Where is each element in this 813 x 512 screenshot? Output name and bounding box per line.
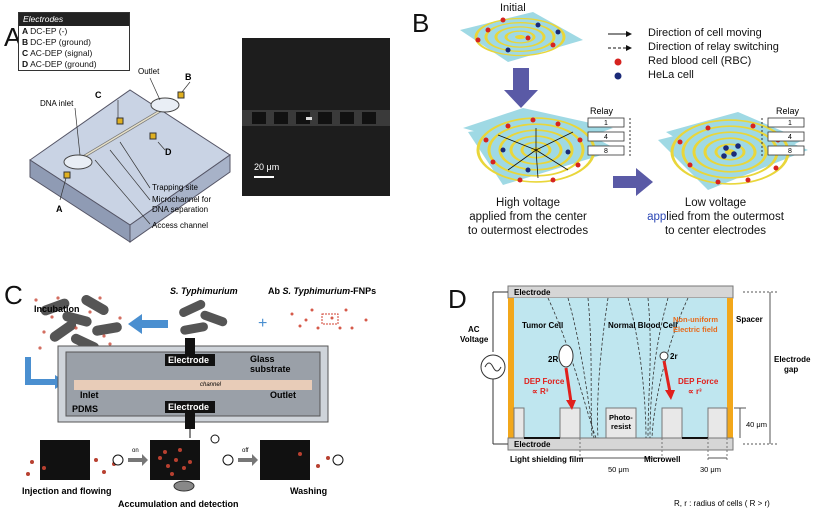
glass-label-2: substrate [250,364,291,374]
panel-label-a: A [4,22,22,52]
trapping-site-label: Trapping site [152,183,199,192]
radius-big-label: 2R [548,355,558,364]
dep-force-left-2: ∝ R³ [532,387,549,396]
electrode-b-label: B [185,72,192,82]
low-voltage-spiral [670,119,790,185]
right-arrow [613,168,653,196]
bottom-electrode-label: Electrode [514,440,551,449]
photoresist-label-2: resist [611,422,632,431]
dim-40-label: 40 μm [746,420,767,429]
panel-label-d: D [448,284,467,314]
plus-sign: + [258,315,267,332]
scale-bar-label: 20 μm [254,162,280,172]
microchannel-label: Microchannel for [152,195,211,204]
microwell-label: Microwell [644,455,680,464]
ac-voltage-label-2: Voltage [460,335,489,344]
panel-d: D [408,262,813,512]
top-electrode-label: Electrode [514,288,551,297]
relay-num: 8 [788,148,792,155]
electrode-top-label: Electrode [168,355,209,365]
legend-b-1: Direction of cell moving [648,27,762,39]
legend-b-2: Direction of relay switching [648,41,779,53]
legend-b-4: HeLa cell [648,69,694,81]
microfluidic-chip-diagram: Outlet DNA inlet B C D A Trapping site M… [29,67,231,243]
outlet-label: Outlet [138,67,160,76]
scale-bar [254,176,274,178]
dep-cell-separation-diagram: Electrode Electrode AC Voltage Tumor Cel… [460,285,811,508]
pdms-label: PDMS [72,404,98,414]
dep-force-right: DEP Force [678,377,719,386]
panel-c: C + [0,262,400,512]
electrode-gap-label: Electrode [774,355,811,364]
electrode-bottom-label: Electrode [168,402,209,412]
normal-cell-label: Normal Blood Cell [608,321,677,330]
dep-force-left: DEP Force [524,377,565,386]
microchannel-label-2: DNA separation [152,205,208,214]
relay-right [767,117,805,156]
legend-b-3: Red blood cell (RBC) [648,55,752,67]
relay-label-right: Relay [776,106,800,116]
dim-50-label: 50 μm [608,465,629,474]
outlet-label-c: Outlet [270,390,296,400]
incubation-arrow [128,314,168,334]
bacteria-label: S. Typhimurium [170,286,238,296]
step-injection: Injection and flowing [22,486,112,496]
down-arrow [504,68,538,108]
relay-left [587,117,625,156]
low-voltage-caption: Low voltage applied from the outermost t… [647,197,784,237]
high-voltage-spiral [476,117,596,183]
channel-label: channel [200,382,222,388]
incubation-label: Incubation [34,304,80,314]
dim-30-label: 30 μm [700,465,721,474]
relay-num: 1 [604,120,608,127]
relay-num: 1 [788,120,792,127]
ab-fnps-label: Ab S. Typhimurium-FNPs [268,286,376,296]
nonuniform-label-2: Electric field [673,325,718,334]
relay-label-left: Relay [590,106,614,116]
spacer-label: Spacer [736,315,763,324]
relay-num: 4 [788,134,792,141]
tumor-cell-label: Tumor Cell [522,321,563,330]
panel-label-b: B [412,8,430,38]
radius-small-label: 2r [670,352,678,361]
electrode-c-label: C [95,90,102,100]
dna-inlet-label: DNA inlet [40,99,74,108]
nonuniform-label: Non-uniform [673,315,718,324]
dep-force-right-2: ∝ r³ [688,387,702,396]
electrode-a-label: A [56,204,63,214]
red-dot-icon [614,58,622,66]
off-label: off [242,448,249,454]
blue-dot-icon [614,72,622,80]
access-channel-label: Access channel [152,221,208,230]
relay-num: 8 [604,148,608,155]
high-voltage-caption: High voltage applied from the center to … [467,197,589,237]
electrode-d-label: D [165,147,172,157]
light-film-label: Light shielding film [510,455,583,464]
panel-label-c: C [4,280,23,310]
step-accumulation: Accumulation and detection [118,499,239,509]
panel-b: B Initial [408,0,813,260]
bacteria-detection-diagram: + [22,286,376,509]
electrode-gap-label-2: gap [784,365,798,374]
legend-header: Electrodes [19,13,129,26]
on-label: on [132,448,139,454]
ac-voltage-label: AC [468,325,480,334]
initial-label: Initial [500,2,526,14]
step-washing: Washing [290,486,327,496]
spiral-electrode-diagram: Relay 1 4 8 Relay 1 4 8 [460,12,808,196]
photoresist-label: Photo- [609,413,633,422]
relay-num: 4 [604,134,608,141]
micrograph: 20 μm [242,38,390,196]
radius-footnote: R, r : radius of cells ( R > r) [674,499,770,508]
glass-label: Glass [250,354,275,364]
inlet-label: Inlet [80,390,99,400]
